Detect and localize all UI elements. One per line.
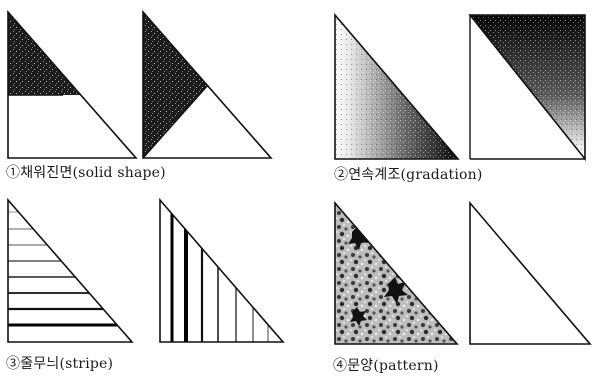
caption-pattern: ④문양(pattern)	[333, 358, 439, 374]
stripe-triangle-2	[170, 200, 269, 342]
gradation-triangle-1	[334, 12, 460, 160]
gradation-triangle-2	[468, 14, 586, 162]
stripe-triangle-1	[8, 211, 132, 327]
pattern-triangle-1	[334, 200, 459, 345]
stripe-triangle-2-outline	[159, 197, 285, 343]
caption-stripe: ③줄무늬(stripe)	[6, 356, 114, 372]
caption-gradation: ②연속계조(gradation)	[334, 167, 483, 183]
pattern-triangle-2	[469, 200, 592, 345]
solid-shape-triangle-1	[7, 9, 138, 159]
stripe-triangle-1-outline	[7, 197, 134, 343]
caption-solid-shape: ①채워진면(solid shape)	[6, 165, 166, 181]
solid-shape-triangle-2	[142, 9, 273, 159]
